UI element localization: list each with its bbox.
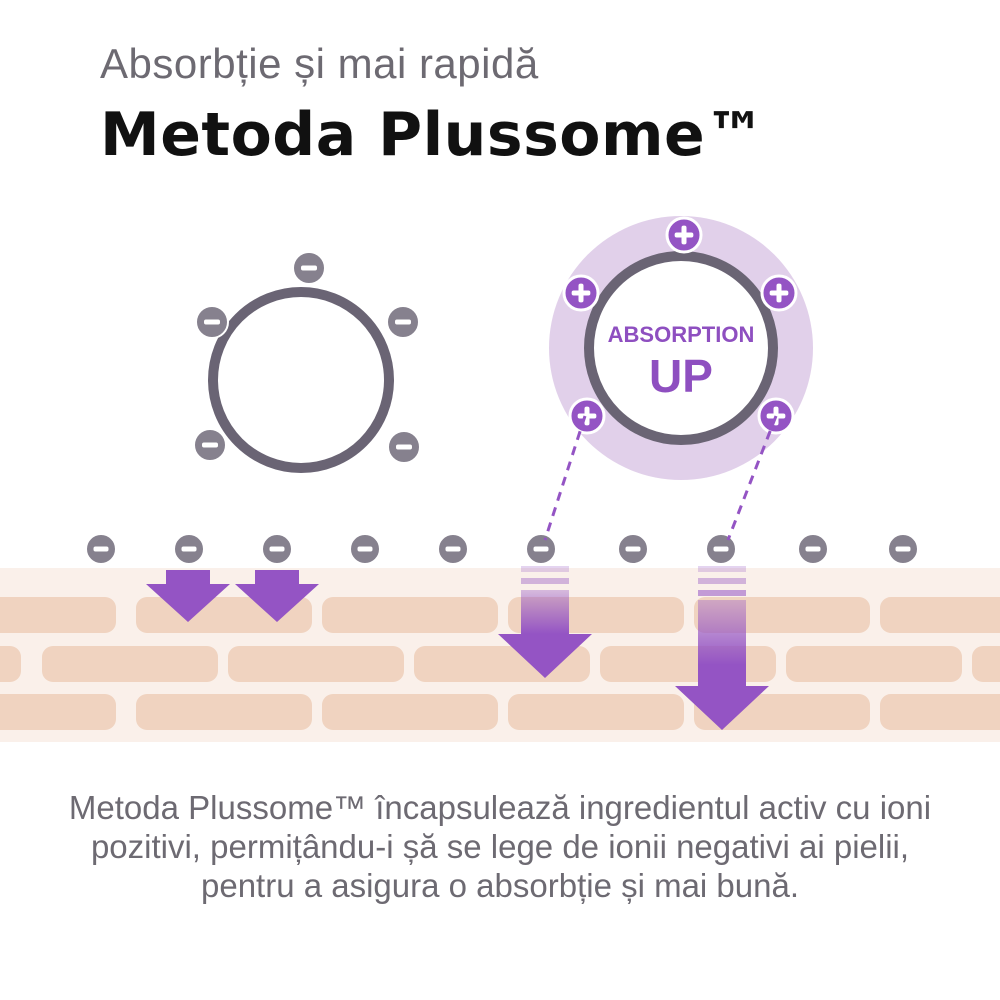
minus-circle-icon xyxy=(525,533,557,565)
minus-circle-icon xyxy=(437,533,469,565)
bond-line-right xyxy=(726,415,778,541)
skin-brick xyxy=(322,694,498,730)
skin-layer xyxy=(0,568,1000,742)
minus-circle-icon xyxy=(195,305,229,339)
motion-stripe xyxy=(521,566,569,572)
skin-brick xyxy=(228,646,404,682)
skin-brick xyxy=(322,597,498,633)
arrow-down-icon xyxy=(146,570,230,622)
minus-circle-icon xyxy=(193,428,227,462)
motion-stripe xyxy=(698,566,746,572)
arrows xyxy=(146,566,769,730)
plussome-capsule: ABSORPTION UP xyxy=(549,216,813,480)
bond-line-left xyxy=(543,415,587,541)
plus-circle-icon xyxy=(568,397,606,435)
plussome-positive-ions xyxy=(562,216,798,435)
skin-brick xyxy=(0,694,116,730)
minus-circle-icon xyxy=(705,533,737,565)
skin-brick xyxy=(880,597,1000,633)
arrow-down-icon xyxy=(675,600,769,730)
skin-brick xyxy=(0,646,21,682)
caption: Metoda Plussome™ încapsulează ingredient… xyxy=(68,789,932,904)
minus-circle-icon xyxy=(85,533,117,565)
arrow-down-icon xyxy=(235,570,319,622)
motion-stripe xyxy=(698,590,746,596)
subtitle: Absorbție și mai rapidă xyxy=(100,40,539,87)
plus-circle-icon xyxy=(562,274,600,312)
skin-brick xyxy=(972,646,1000,682)
standard-capsule-ring xyxy=(208,287,394,473)
minus-circle-icon xyxy=(887,533,919,565)
skin-brick xyxy=(786,646,962,682)
standard-capsule xyxy=(193,251,421,473)
minus-circle-icon xyxy=(261,533,293,565)
plus-circle-icon xyxy=(665,216,703,254)
minus-circle-icon xyxy=(797,533,829,565)
minus-circle-icon xyxy=(292,251,326,285)
arrow-down-icon xyxy=(498,590,592,678)
minus-circle-icon xyxy=(173,533,205,565)
minus-circle-icon xyxy=(349,533,381,565)
plussome-capsule-ring xyxy=(584,251,778,445)
skin-brick xyxy=(880,694,1000,730)
skin-brick xyxy=(508,694,684,730)
motion-stripe xyxy=(521,578,569,584)
page-title: Metoda Plussome™ xyxy=(100,100,766,170)
skin-brick xyxy=(136,694,312,730)
minus-circle-icon xyxy=(387,430,421,464)
standard-capsule-negative-ions xyxy=(193,251,421,464)
motion-stripe xyxy=(698,578,746,584)
skin-brick xyxy=(600,646,776,682)
skin-negative-ions xyxy=(85,533,919,565)
skin-brick xyxy=(0,597,116,633)
absorption-label: ABSORPTION xyxy=(608,322,755,347)
minus-circle-icon xyxy=(386,305,420,339)
skin-brick xyxy=(42,646,218,682)
minus-circle-icon xyxy=(617,533,649,565)
plus-circle-icon xyxy=(760,274,798,312)
up-label: UP xyxy=(649,350,713,402)
